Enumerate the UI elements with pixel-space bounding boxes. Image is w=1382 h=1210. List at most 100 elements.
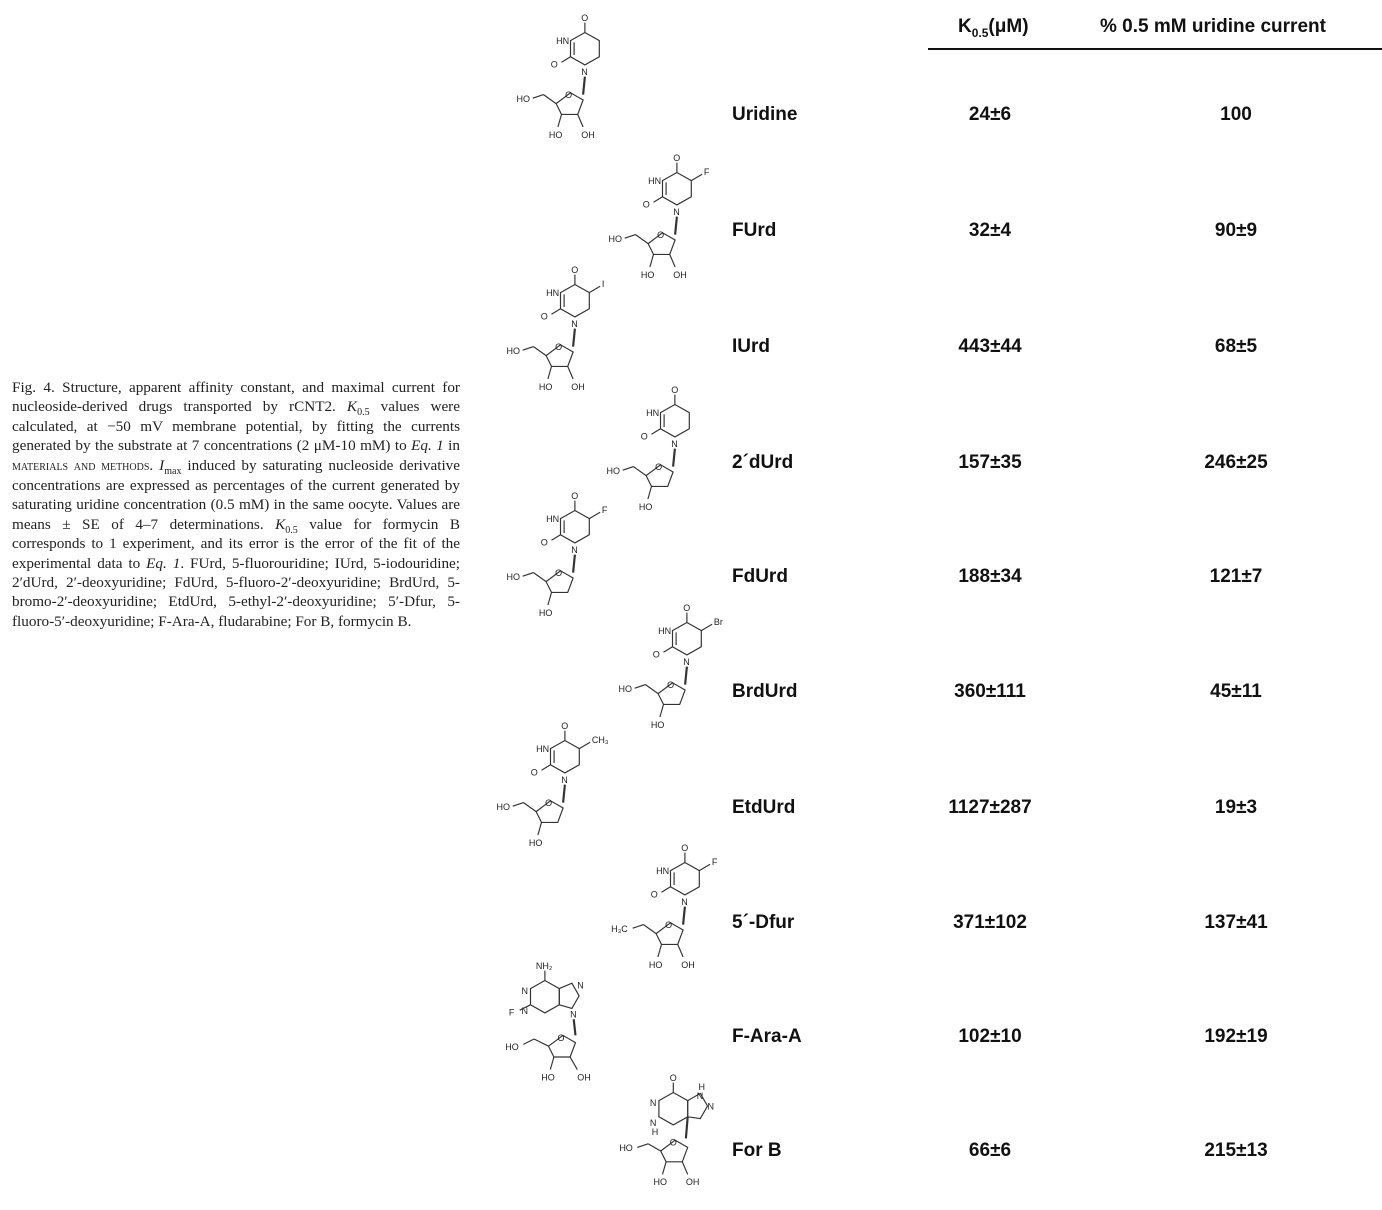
svg-text:O: O — [545, 798, 552, 808]
caption-text: induced by saturating nucleoside derivat… — [12, 456, 461, 533]
svg-text:N: N — [561, 775, 568, 785]
svg-text:N: N — [522, 986, 529, 996]
svg-text:OH: OH — [681, 960, 695, 970]
svg-text:N: N — [571, 319, 578, 329]
header-uridine-current: % 0.5 mM uridine current — [1100, 16, 1326, 37]
svg-text:HN: HN — [658, 626, 671, 636]
compound-name: For B — [732, 1140, 782, 1161]
caption-text: value for formycin B corresponds to 1 ex… — [12, 515, 460, 572]
svg-text:HO: HO — [549, 130, 563, 140]
svg-text:HO: HO — [539, 608, 553, 618]
svg-text:HO: HO — [651, 720, 665, 730]
svg-text:HO: HO — [654, 1177, 668, 1187]
svg-text:HO: HO — [539, 382, 553, 392]
caption-text: in — [443, 437, 460, 455]
svg-text:N: N — [570, 1009, 577, 1019]
svg-text:N: N — [522, 1006, 529, 1016]
svg-text:N: N — [650, 1118, 657, 1128]
svg-text:F: F — [704, 167, 710, 177]
svg-text:O: O — [555, 342, 562, 352]
svg-text:O: O — [551, 60, 558, 70]
svg-text:HO: HO — [517, 94, 531, 104]
equation-ref: Eq. 1 — [146, 554, 181, 572]
svg-text:NH₂: NH₂ — [536, 961, 553, 971]
svg-text:HO: HO — [619, 684, 633, 694]
compound-name: FdUrd — [732, 566, 788, 587]
svg-text:HN: HN — [656, 866, 669, 876]
svg-text:F: F — [712, 857, 718, 867]
compound-name: 5´-Dfur — [732, 912, 795, 933]
svg-text:O: O — [565, 90, 572, 100]
svg-text:O: O — [571, 265, 578, 275]
svg-text:HO: HO — [541, 1072, 555, 1082]
svg-text:HO: HO — [609, 234, 623, 244]
svg-text:HO: HO — [507, 346, 521, 356]
svg-text:O: O — [667, 680, 674, 690]
svg-text:O: O — [651, 890, 658, 900]
svg-text:H: H — [699, 1082, 706, 1092]
svg-text:OH: OH — [686, 1177, 700, 1187]
svg-text:HO: HO — [619, 1143, 633, 1153]
equation-ref: Eq. 1 — [411, 437, 444, 455]
k-subscript: 0.5 — [285, 524, 298, 536]
compound-name: BrdUrd — [732, 681, 798, 702]
imax-symbol: I — [159, 456, 165, 474]
svg-text:O: O — [561, 721, 568, 731]
svg-text:Br: Br — [714, 617, 723, 627]
caption-text: . — [149, 456, 160, 474]
svg-text:HO: HO — [529, 838, 543, 848]
compound-name: FUrd — [732, 220, 777, 241]
svg-text:O: O — [541, 538, 548, 548]
caption-text: . FUrd, 5-fluorouridine; IUrd, 5-iodouri… — [12, 554, 461, 630]
svg-text:H₃C: H₃C — [611, 924, 628, 934]
svg-text:O: O — [657, 230, 664, 240]
svg-text:HN: HN — [646, 408, 659, 418]
svg-text:O: O — [670, 1138, 677, 1148]
svg-text:O: O — [555, 568, 562, 578]
svg-text:O: O — [558, 1033, 565, 1043]
svg-text:O: O — [581, 13, 588, 23]
svg-text:O: O — [655, 462, 662, 472]
svg-text:N: N — [697, 1091, 704, 1101]
svg-text:O: O — [541, 312, 548, 322]
k-symbol: K — [275, 515, 286, 533]
k-symbol: K — [346, 398, 358, 416]
compound-name: 2´dUrd — [732, 452, 794, 473]
compound-name: EtdUrd — [732, 797, 796, 818]
svg-text:HN: HN — [556, 36, 569, 46]
svg-text:O: O — [641, 432, 648, 442]
svg-text:O: O — [665, 920, 672, 930]
svg-text:CH₃: CH₃ — [592, 735, 609, 745]
svg-text:N: N — [571, 545, 578, 555]
svg-text:F: F — [509, 1008, 515, 1018]
compound-name: Uridine — [732, 104, 798, 125]
svg-text:N: N — [683, 657, 690, 667]
svg-text:O: O — [673, 153, 680, 163]
figure-caption: Fig. 4. Structure, apparent affinity con… — [12, 378, 460, 631]
caption-text: Fig. 4. Structure, apparent affinity con… — [12, 379, 460, 416]
svg-text:N: N — [673, 207, 680, 217]
svg-text:N: N — [681, 897, 688, 907]
caption-text: values were calculated, at −50 mV membra… — [12, 398, 460, 455]
svg-text:H: H — [652, 1127, 659, 1137]
svg-text:OH: OH — [571, 382, 585, 392]
header-k05: K0.5(μM) — [958, 16, 1029, 40]
imax-subscript: max — [164, 465, 182, 477]
methods-ref: materials and methods — [12, 458, 150, 474]
compound-name: IUrd — [732, 336, 770, 357]
svg-text:HN: HN — [536, 744, 549, 754]
svg-text:O: O — [571, 491, 578, 501]
svg-text:O: O — [681, 843, 688, 853]
svg-text:OH: OH — [581, 130, 595, 140]
svg-text:OH: OH — [673, 270, 687, 280]
svg-text:I: I — [602, 279, 605, 289]
svg-text:N: N — [708, 1102, 715, 1112]
